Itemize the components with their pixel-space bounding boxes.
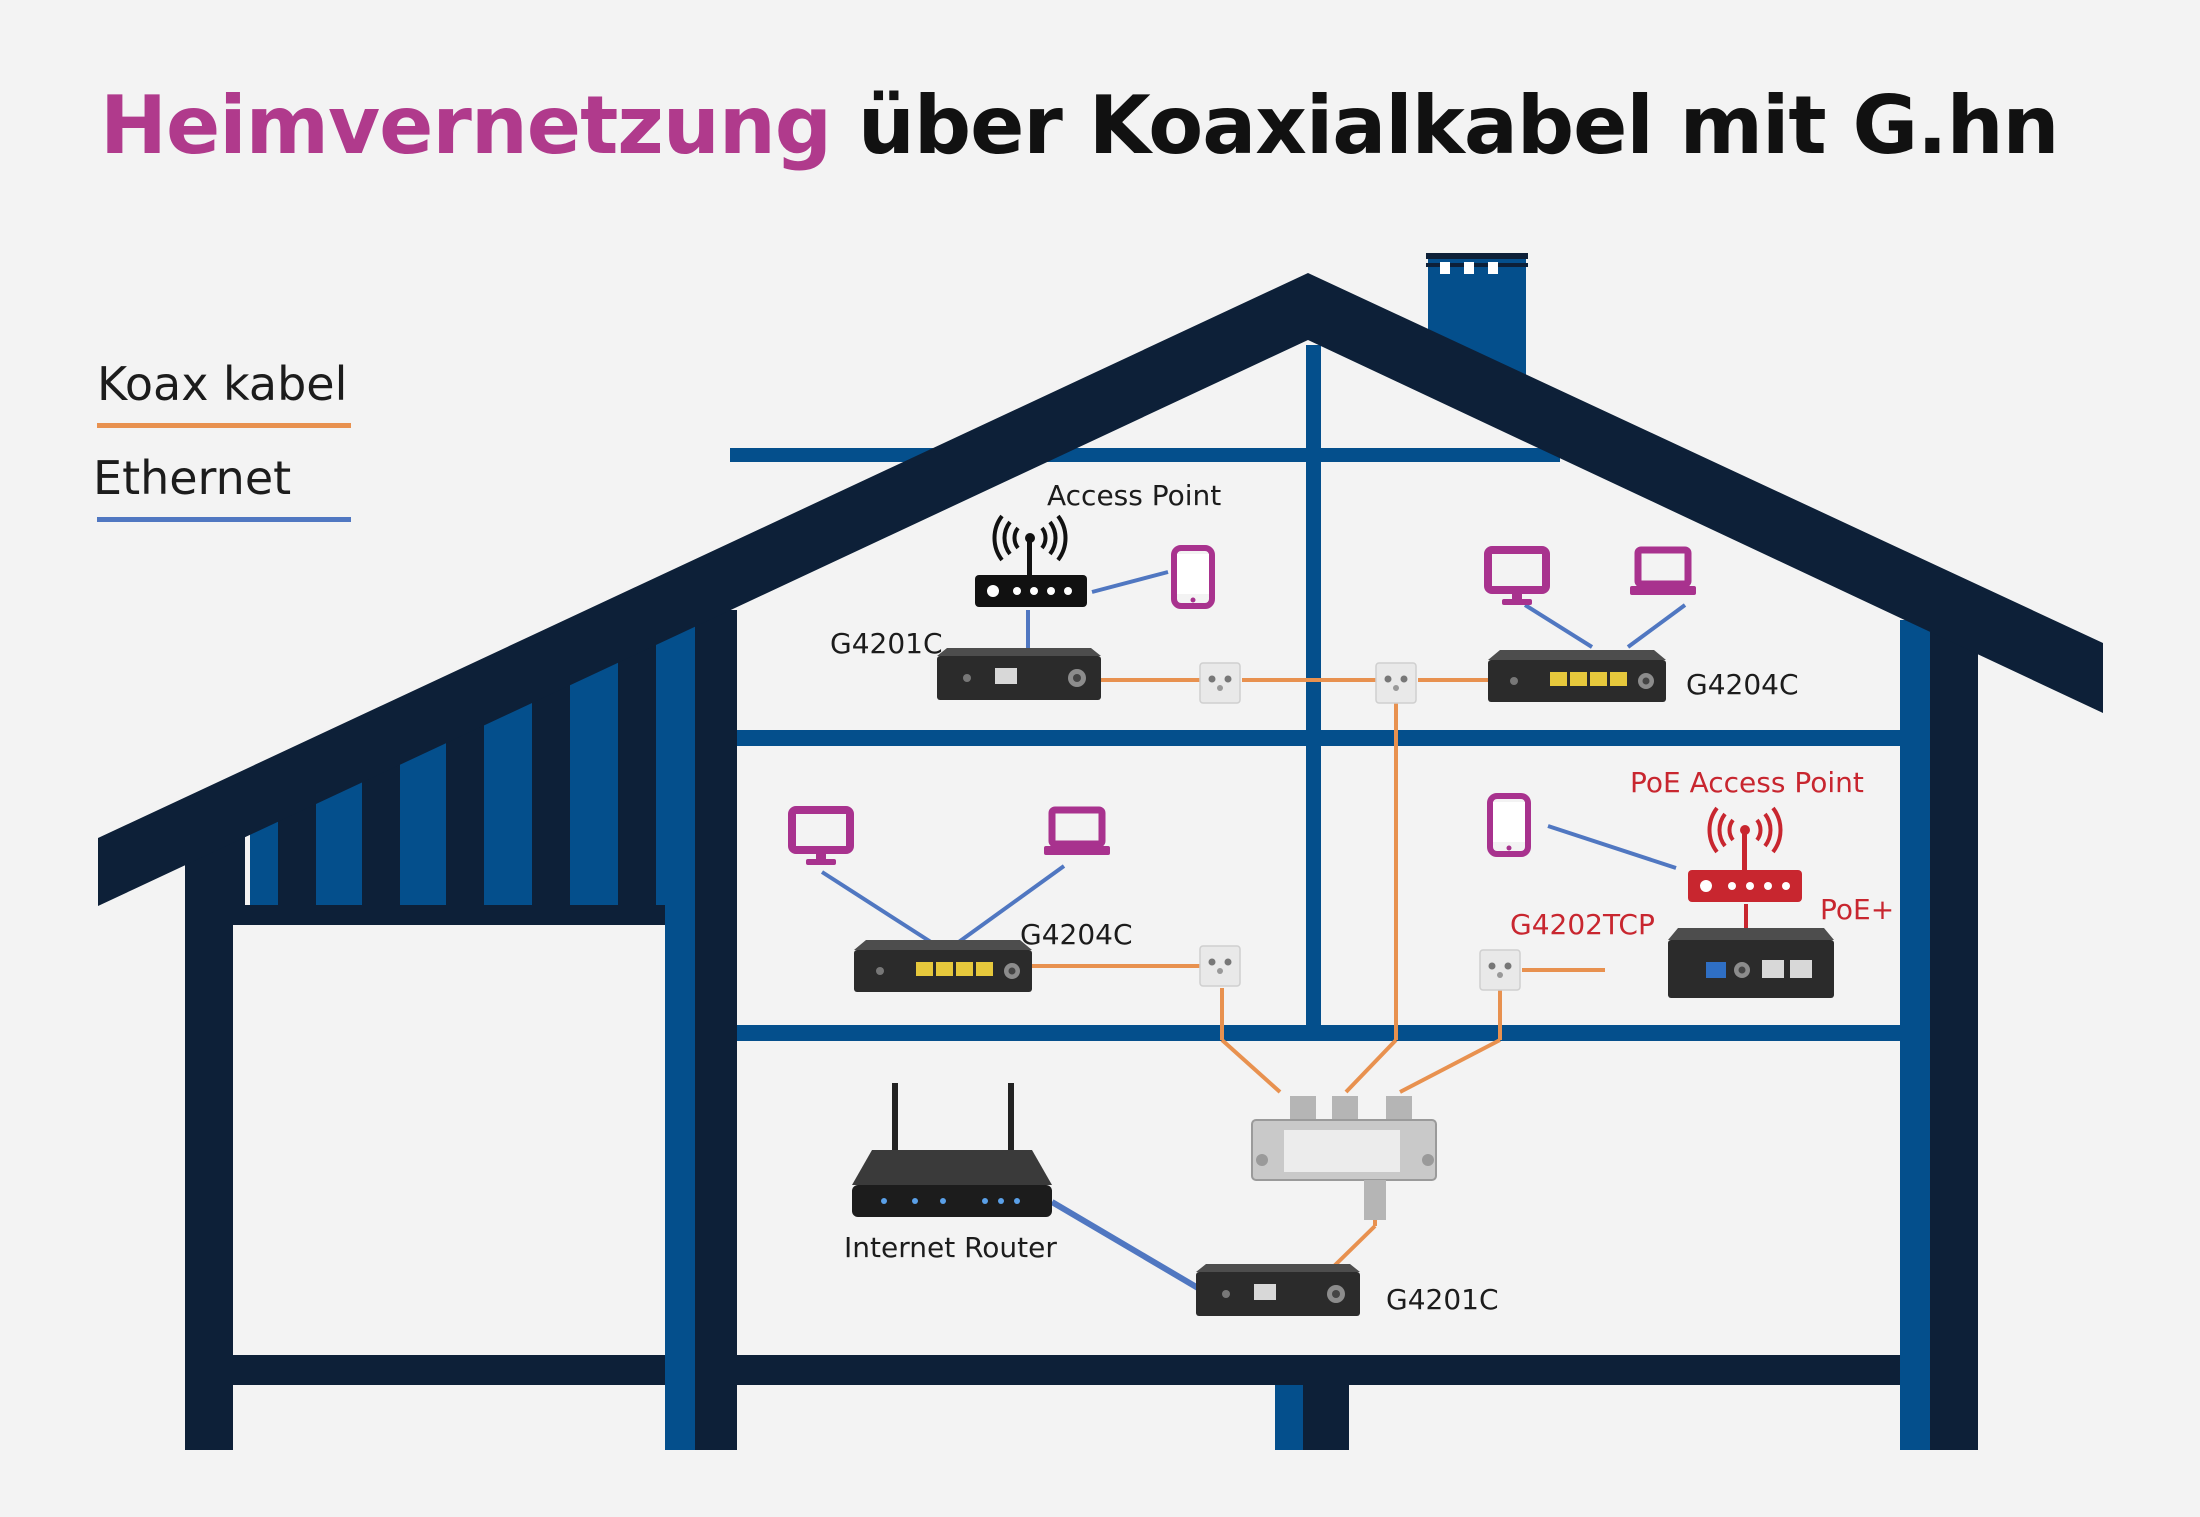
label-g4202tcp: G4202TCP <box>1510 908 1655 941</box>
g4201c-top-device <box>937 648 1101 700</box>
g4204c-top-device <box>1488 650 1666 702</box>
label-g4201c-top: G4201C <box>830 627 943 660</box>
poe-access-point-icon <box>1688 806 1802 902</box>
label-poe-plus: PoE+ <box>1820 893 1894 926</box>
label-access-point: Access Point <box>1047 479 1221 512</box>
label-poe-access-point: PoE Access Point <box>1630 766 1864 799</box>
roof <box>98 273 2103 906</box>
smartphone-icon <box>1490 796 1528 854</box>
title-highlight: Heimvernetzung <box>100 79 832 172</box>
legend-ethernet-line <box>97 517 351 522</box>
label-g4204c-top: G4204C <box>1686 668 1799 701</box>
label-g4201c-bottom: G4201C <box>1386 1283 1499 1316</box>
monitor-icon <box>1488 550 1546 605</box>
wall-socket-icon <box>1479 949 1521 991</box>
ethernet-cables <box>820 570 1687 1291</box>
label-internet-router: Internet Router <box>844 1231 1057 1264</box>
g4201c-bottom-device <box>1196 1264 1360 1316</box>
wall-socket-icon <box>1199 945 1241 987</box>
legend-coax-label: Koax kabel <box>97 357 348 411</box>
wall-socket-icon <box>1199 662 1241 704</box>
laptop-icon <box>1630 550 1696 595</box>
label-g4204c-mid: G4204C <box>1020 918 1133 951</box>
coax-cables <box>1032 678 1605 1272</box>
wall-socket-icon <box>1375 662 1417 704</box>
legend-ethernet-label: Ethernet <box>93 451 292 505</box>
g4204c-mid-device <box>854 940 1032 992</box>
house-structure <box>98 253 2103 1450</box>
access-point-icon <box>975 514 1087 607</box>
laptop-icon <box>1044 810 1110 855</box>
splitter-icon <box>1251 1096 1437 1220</box>
g4202tcp-device <box>1668 928 1834 998</box>
page-title: Heimvernetzung über Koaxialkabel mit G.h… <box>100 76 2060 176</box>
smartphone-icon <box>1174 548 1212 606</box>
legend-coax-line <box>97 423 351 428</box>
title-rest: über Koaxialkabel mit G.hn <box>857 79 2060 172</box>
monitor-icon <box>792 810 850 865</box>
internet-router-icon <box>852 1083 1052 1217</box>
